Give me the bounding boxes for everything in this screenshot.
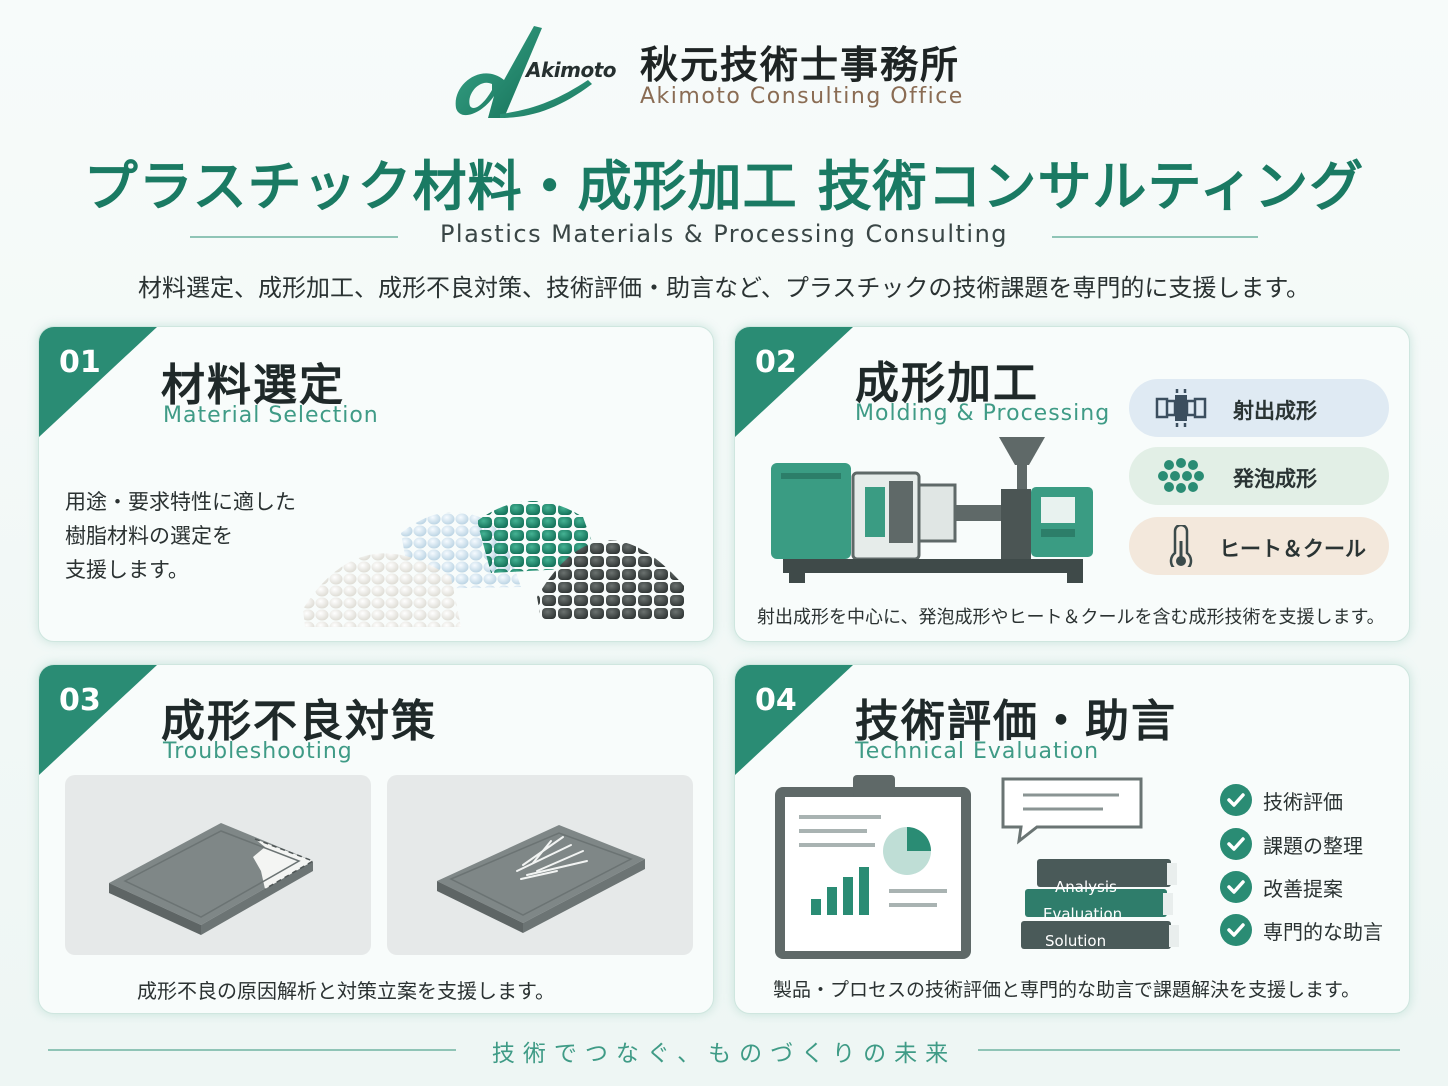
- card-number: 03: [59, 683, 101, 718]
- check-item: 技術評価: [1219, 783, 1409, 817]
- card-corner-ribbon: [735, 327, 853, 437]
- title-en-row: Plastics Materials & Processing Consulti…: [190, 220, 1258, 254]
- service-card-material-selection: 01 材料選定 Material Selection 用途・要求特性に適した 樹…: [38, 326, 714, 642]
- short-shot-defect-illustration: [65, 775, 371, 955]
- card-title: 技術評価・助言: [855, 696, 1177, 747]
- injection-molding-machine-illustration: [771, 437, 1093, 583]
- card-corner-ribbon: [39, 327, 157, 437]
- book-label: Evaluation: [1043, 905, 1123, 923]
- check-circle-icon: [1220, 914, 1252, 946]
- page-title: プラスチック材料・成形加工 技術コンサルティング: [83, 155, 1365, 218]
- foam-bubbles-icon: [1158, 458, 1204, 493]
- method-label: 射出成形: [1233, 399, 1317, 423]
- logo-a-mark-icon: [455, 26, 592, 118]
- card-footer-text: 成形不良の原因解析と対策立案を支援します。: [137, 979, 555, 1003]
- method-label: ヒート＆クール: [1219, 537, 1366, 561]
- book-label: Solution: [1045, 932, 1107, 950]
- check-circle-icon: [1220, 871, 1252, 903]
- check-circle-icon: [1220, 828, 1252, 860]
- plastic-pellets-illustration: [303, 500, 685, 627]
- check-item: 課題の整理: [1219, 827, 1409, 861]
- card-title: 成形不良対策: [161, 696, 437, 747]
- card-subtitle-en: Troubleshooting: [163, 739, 353, 764]
- check-label: 改善提案: [1263, 877, 1343, 901]
- card-subtitle-en: Material Selection: [163, 403, 379, 428]
- akimoto-logo: Akimoto: [442, 22, 622, 122]
- book-label: Analysis: [1055, 878, 1117, 896]
- card-number: 02: [755, 345, 797, 380]
- logo-wordmark: Akimoto: [526, 58, 617, 82]
- check-item: 専門的な助言: [1219, 913, 1409, 947]
- card-description-line: 樹脂材料の選定を: [65, 524, 233, 548]
- check-label: 技術評価: [1263, 790, 1343, 814]
- divider-right: [1052, 236, 1258, 238]
- page-title-en: Plastics Materials & Processing Consulti…: [439, 220, 1009, 248]
- card-title: 成形加工: [855, 358, 1039, 409]
- check-circle-icon: [1220, 784, 1252, 816]
- divider-left: [190, 236, 398, 238]
- service-card-technical-evaluation: 04 技術評価・助言 Technical Evaluation Analysis…: [734, 664, 1410, 1014]
- card-description-line: 支援します。: [65, 558, 189, 582]
- check-label: 課題の整理: [1263, 834, 1363, 858]
- divider-right: [978, 1049, 1400, 1051]
- card-description-line: 用途・要求特性に適した: [65, 490, 296, 514]
- card-corner-ribbon: [735, 665, 853, 775]
- card-subtitle-en: Technical Evaluation: [855, 739, 1100, 764]
- method-label: 発泡成形: [1233, 467, 1317, 491]
- method-pill-foam: 発泡成形: [1129, 447, 1389, 505]
- company-name-en: Akimoto Consulting Office: [640, 84, 964, 109]
- card-number: 01: [59, 345, 101, 380]
- mold-icon: [1155, 389, 1207, 427]
- card-footer-text: 射出成形を中心に、発泡成形やヒート＆クールを含む成形技術を支援します。: [757, 607, 1385, 628]
- method-pill-injection: 射出成形: [1129, 379, 1389, 437]
- page-subtitle: 材料選定、成形加工、成形不良対策、技術評価・助言など、プラスチックの技術課題を専…: [138, 274, 1310, 302]
- method-pill-heat-cool: ヒート＆クール: [1129, 517, 1389, 575]
- clipboard-report-icon: [775, 775, 971, 959]
- card-description: 用途・要求特性に適した 樹脂材料の選定を 支援します。: [65, 485, 296, 587]
- check-label: 専門的な助言: [1263, 920, 1383, 944]
- card-subtitle-en: Molding & Processing: [855, 401, 1111, 426]
- company-name-ja: 秋元技術士事務所: [640, 43, 961, 87]
- card-footer-text: 製品・プロセスの技術評価と専門的な助言で課題解決を支援します。: [773, 979, 1361, 1001]
- tagline: 技術でつなぐ、ものづくりの未来: [491, 1041, 957, 1067]
- service-card-troubleshooting: 03 成形不良対策 Troubleshooting 成形不良の原因解析と対策立案…: [38, 664, 714, 1014]
- card-title: 材料選定: [161, 360, 345, 411]
- footer: 技術でつなぐ、ものづくりの未来: [48, 1030, 1400, 1070]
- card-corner-ribbon: [39, 665, 157, 775]
- crack-defect-illustration: [387, 775, 693, 955]
- divider-left: [48, 1049, 456, 1051]
- card-number: 04: [755, 683, 797, 718]
- thermometer-icon: [1169, 525, 1193, 567]
- books-stack-icon: [1021, 859, 1179, 949]
- check-item: 改善提案: [1219, 870, 1409, 904]
- header: Akimoto 秋元技術士事務所 Akimoto Consulting Offi…: [0, 18, 1448, 128]
- speech-bubble-icon: [1001, 777, 1143, 845]
- service-card-molding-processing: 02 成形加工 Molding & Processing 射出成形: [734, 326, 1410, 642]
